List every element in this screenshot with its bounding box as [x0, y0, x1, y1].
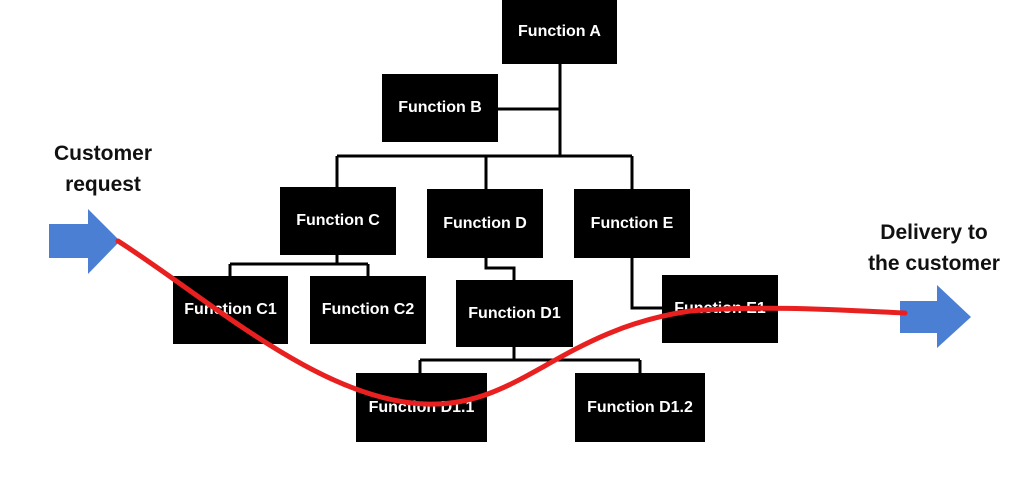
function-d1-box: Function D1	[456, 280, 573, 347]
function-e-label: Function E	[590, 214, 674, 232]
function-d-label: Function D	[443, 214, 527, 232]
function-a-label: Function A	[518, 23, 601, 40]
function-d1-label: Function D1	[468, 304, 561, 322]
output-arrow-icon	[900, 285, 971, 348]
connector-d1	[484, 258, 516, 280]
delivery-label: Delivery to the customer	[852, 217, 1016, 279]
function-c-box: Function C	[280, 187, 396, 255]
delivery-line-2: the customer	[868, 252, 1000, 275]
function-d-box: Function D	[427, 189, 543, 258]
function-d12-label: Function D1.2	[587, 398, 693, 416]
customer-request-line-2: request	[65, 173, 141, 196]
customer-request-line-1: Customer	[53, 142, 153, 165]
function-b-label: Function B	[398, 99, 482, 116]
function-d12-box: Function D1.2	[575, 373, 705, 442]
function-e-box: Function E	[574, 189, 690, 258]
delivery-line-1: Delivery to	[880, 221, 988, 244]
function-a-box: Function A	[502, 0, 617, 64]
connector-e1	[630, 258, 662, 310]
function-c2-label: Function C2	[321, 301, 415, 318]
function-d11-box: Function D1.1	[356, 373, 487, 442]
function-b-box: Function B	[382, 74, 498, 142]
function-c-label: Function C	[296, 212, 380, 229]
input-arrow-icon	[49, 209, 120, 274]
customer-request-label: Customer request	[38, 138, 168, 200]
function-c2-box: Function C2	[310, 276, 426, 344]
customer-flow-line	[115, 238, 908, 407]
